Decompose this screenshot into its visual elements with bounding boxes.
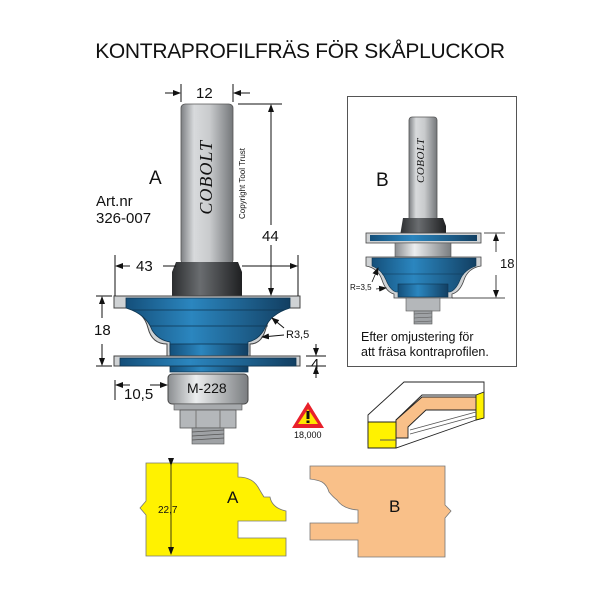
dim-bearing-offset: 10,5 — [124, 386, 154, 403]
profile-b-shape — [309, 465, 452, 558]
figure-b-box — [347, 96, 517, 367]
router-bit-a — [113, 103, 301, 445]
dim-b-height: 18 — [500, 256, 515, 271]
router-bit-b — [365, 116, 482, 325]
figure-b-label: B — [376, 170, 389, 191]
dim-shank-diameter: 12 — [196, 85, 213, 102]
copyright-text: Copyright Tool Trust — [238, 148, 247, 219]
nut-a — [179, 409, 237, 429]
dimension-lines-a — [96, 84, 326, 400]
page-title: KONTRAPROFILFRÄS FÖR SKÅPLUCKOR — [95, 40, 505, 63]
profile-a-thickness: 22,7 — [158, 505, 178, 516]
warning-triangle-icon — [292, 402, 324, 428]
dim-slot-thickness: 4 — [311, 356, 320, 373]
brand-b: COBOLT — [415, 138, 427, 183]
door-frame-illustration — [367, 381, 485, 449]
profile-b-label: B — [389, 497, 401, 516]
caption-b-line2: att fräsa kontraprofilen. — [361, 345, 489, 359]
article-number: 326-007 — [96, 210, 152, 227]
dim-cutting-length: 44 — [262, 228, 279, 245]
dim-b-radius: R=3,5 — [350, 283, 372, 292]
dim-cutter-diameter: 43 — [136, 258, 153, 275]
profile-a-label: A — [227, 488, 239, 507]
rpm-label: 18,000 — [294, 430, 322, 440]
dim-radius: R3,5 — [286, 329, 310, 341]
caption-b-line1: Efter omjustering för — [361, 330, 474, 344]
dim-cutter-height: 18 — [94, 322, 111, 339]
dimension-lines-b — [371, 232, 505, 299]
article-label: Art.nr — [96, 193, 133, 210]
bearing-label: M-228 — [187, 380, 227, 396]
profile-a-shape — [139, 458, 287, 557]
brand-a: COBOLT — [196, 140, 216, 215]
figure-a-label: A — [149, 168, 162, 189]
collar-a — [172, 262, 242, 296]
